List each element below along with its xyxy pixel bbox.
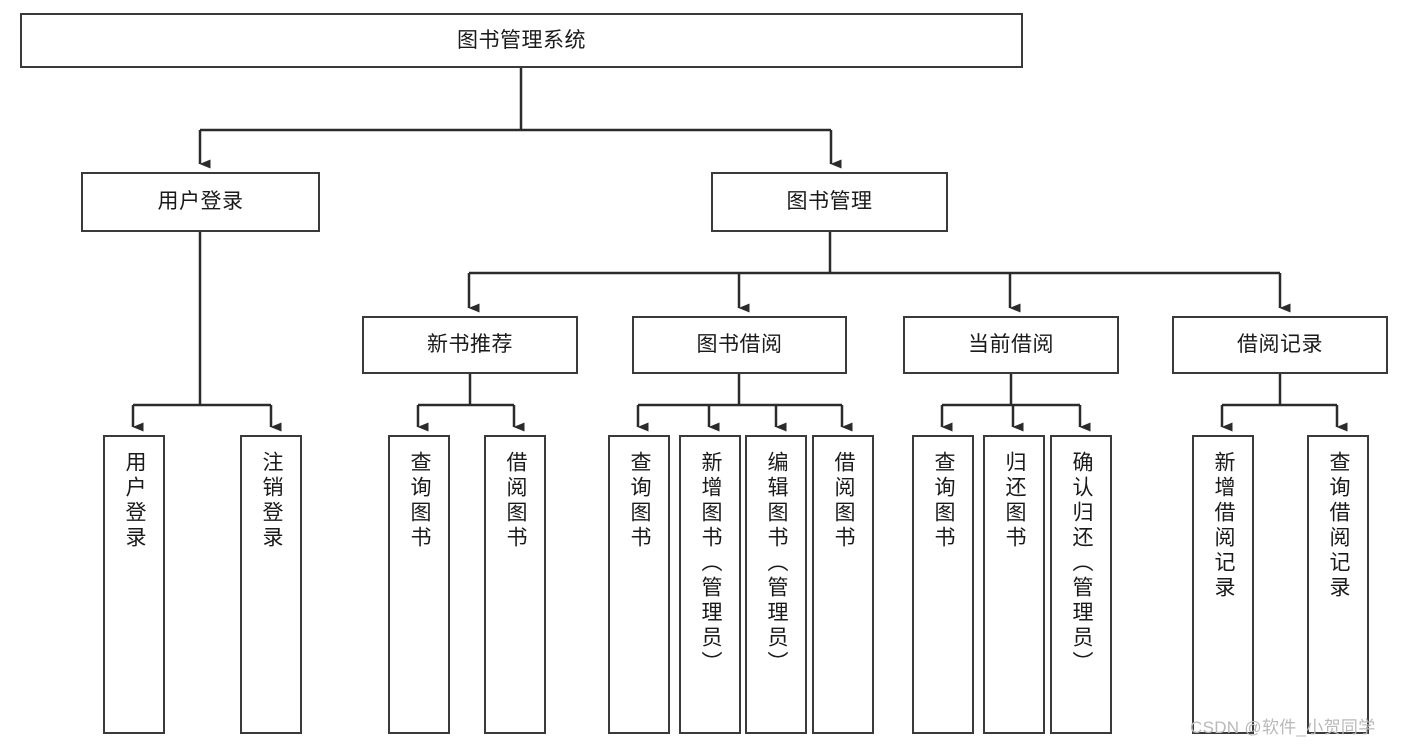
node-book-manage[interactable]: 图书管理 (711, 172, 948, 232)
node-leaf-query-book-rec[interactable]: 查询图书 (388, 435, 450, 734)
node-leaf-return-book-label: 归还图书 (1003, 451, 1027, 551)
connector-userlogin-to-leaves (131, 232, 282, 432)
connector-borrowrecord-to-leaves (1220, 374, 1348, 432)
connector-currentborrow-to-leaves (940, 374, 1091, 432)
node-leaf-query-book-cur-label: 查询图书 (932, 451, 956, 551)
node-leaf-add-book[interactable]: 新增图书（管理员） (679, 435, 741, 734)
connector-root-to-level2 (198, 68, 842, 169)
node-book-borrow-label: 图书借阅 (696, 333, 783, 357)
node-current-borrow-label: 当前借阅 (968, 333, 1054, 357)
node-leaf-user-login-label: 用户登录 (123, 451, 147, 551)
node-leaf-add-borrow-record-label: 新增借阅记录 (1212, 451, 1236, 601)
node-user-login-label: 用户登录 (157, 190, 244, 214)
node-book-borrow[interactable]: 图书借阅 (632, 316, 847, 374)
node-leaf-query-book-cur[interactable]: 查询图书 (912, 435, 974, 734)
node-leaf-edit-book-label: 编辑图书（管理员） (765, 451, 789, 676)
node-new-book-recommend-label: 新书推荐 (427, 333, 513, 357)
node-leaf-logout-login-label: 注销登录 (260, 451, 284, 551)
node-leaf-add-borrow-record[interactable]: 新增借阅记录 (1192, 435, 1254, 734)
node-leaf-user-login[interactable]: 用户登录 (103, 435, 165, 734)
node-leaf-add-book-label: 新增图书（管理员） (699, 451, 723, 676)
node-book-manage-label: 图书管理 (786, 190, 873, 214)
node-leaf-borrow-book[interactable]: 借阅图书 (812, 435, 874, 734)
node-leaf-query-book-rec-label: 查询图书 (408, 451, 432, 551)
connector-bookborrow-to-leaves (636, 374, 853, 432)
connector-bookmanage-to-level3 (467, 232, 1291, 313)
watermark-text: CSDN @软件_小贺同学 (1190, 718, 1376, 737)
node-leaf-logout-login[interactable]: 注销登录 (240, 435, 302, 734)
node-leaf-query-borrow-record[interactable]: 查询借阅记录 (1307, 435, 1369, 734)
node-leaf-confirm-return-label: 确认归还（管理员） (1070, 451, 1094, 676)
node-leaf-confirm-return[interactable]: 确认归还（管理员） (1050, 435, 1112, 734)
node-leaf-borrow-book-rec[interactable]: 借阅图书 (484, 435, 546, 734)
node-current-borrow[interactable]: 当前借阅 (903, 316, 1119, 374)
node-leaf-query-borrow-record-label: 查询借阅记录 (1327, 451, 1351, 601)
connector-newbook-to-leaves (416, 374, 525, 432)
node-leaf-borrow-book-rec-label: 借阅图书 (504, 451, 528, 551)
node-leaf-query-book-borrow[interactable]: 查询图书 (608, 435, 670, 734)
node-leaf-edit-book[interactable]: 编辑图书（管理员） (745, 435, 807, 734)
node-user-login[interactable]: 用户登录 (81, 172, 320, 232)
node-root[interactable]: 图书管理系统 (20, 13, 1023, 68)
node-borrow-record-label: 借阅记录 (1237, 333, 1323, 357)
node-root-label: 图书管理系统 (457, 28, 586, 52)
node-leaf-borrow-book-label: 借阅图书 (832, 451, 856, 551)
node-leaf-return-book[interactable]: 归还图书 (983, 435, 1045, 734)
node-borrow-record[interactable]: 借阅记录 (1172, 316, 1388, 374)
node-new-book-recommend[interactable]: 新书推荐 (362, 316, 578, 374)
node-leaf-query-book-borrow-label: 查询图书 (628, 451, 652, 551)
